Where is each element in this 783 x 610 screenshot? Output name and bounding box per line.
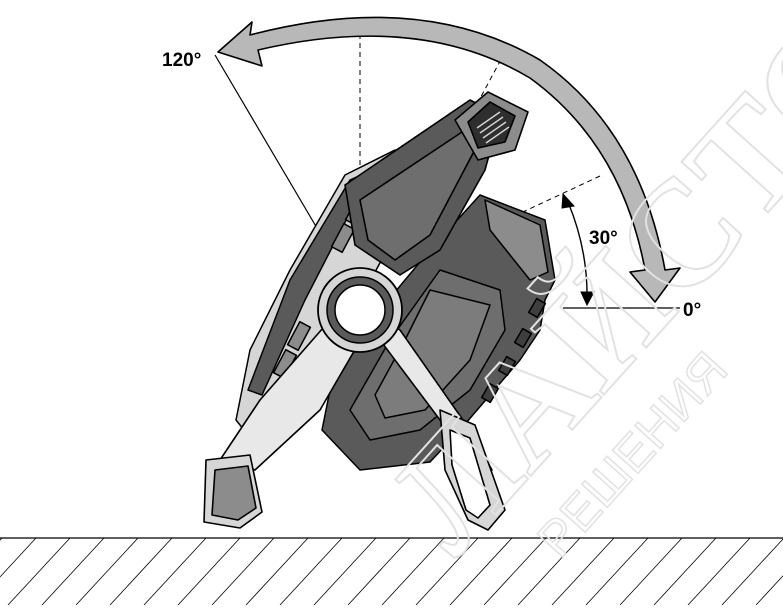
line-120deg xyxy=(214,54,325,241)
ground-hatch-line xyxy=(245,537,309,606)
ground-hatch-line xyxy=(449,537,513,606)
ground-hatch-line xyxy=(279,537,343,606)
reference-lines xyxy=(214,25,680,309)
ground-hatch-line xyxy=(619,537,683,606)
angle-30-arrow xyxy=(561,192,595,307)
ground-hatch-line xyxy=(143,537,207,606)
ground-hatch-line xyxy=(653,537,717,606)
angle-label-120: 120° xyxy=(162,50,202,71)
ground-hatch-line xyxy=(0,537,3,541)
ground-hatch-line xyxy=(483,537,547,606)
ground-hatch-line xyxy=(381,537,445,606)
carry-handle xyxy=(344,91,529,276)
ground-hatch-line xyxy=(687,537,751,606)
ground-hatch-line xyxy=(0,537,37,578)
ground-hatch-line xyxy=(347,537,411,606)
tilt-range-arrow xyxy=(217,16,681,303)
lamp-housing xyxy=(321,194,556,471)
line-30deg-dashed xyxy=(509,175,601,219)
angle-label-0: 0° xyxy=(683,300,702,321)
ground-hatch-line xyxy=(755,575,783,606)
ground-hatch-line xyxy=(721,538,783,606)
pivot-knob xyxy=(317,267,403,353)
ground-hatch-line xyxy=(75,537,139,606)
ground-hatch-line xyxy=(177,537,241,606)
ground-hatch-line xyxy=(517,537,581,606)
angle-label-30: 30° xyxy=(589,228,618,249)
ground-hatch-line xyxy=(415,537,479,606)
ground-hatch-line xyxy=(41,537,105,606)
ground-hatch-line xyxy=(313,537,377,606)
ground-hatch-line xyxy=(551,537,615,606)
ground-hatch-line xyxy=(109,537,173,606)
ground-hatch-line xyxy=(585,537,649,606)
ground-hatch-line xyxy=(7,537,71,606)
ground-hatch-line xyxy=(211,537,275,606)
ground-surface xyxy=(0,537,783,606)
